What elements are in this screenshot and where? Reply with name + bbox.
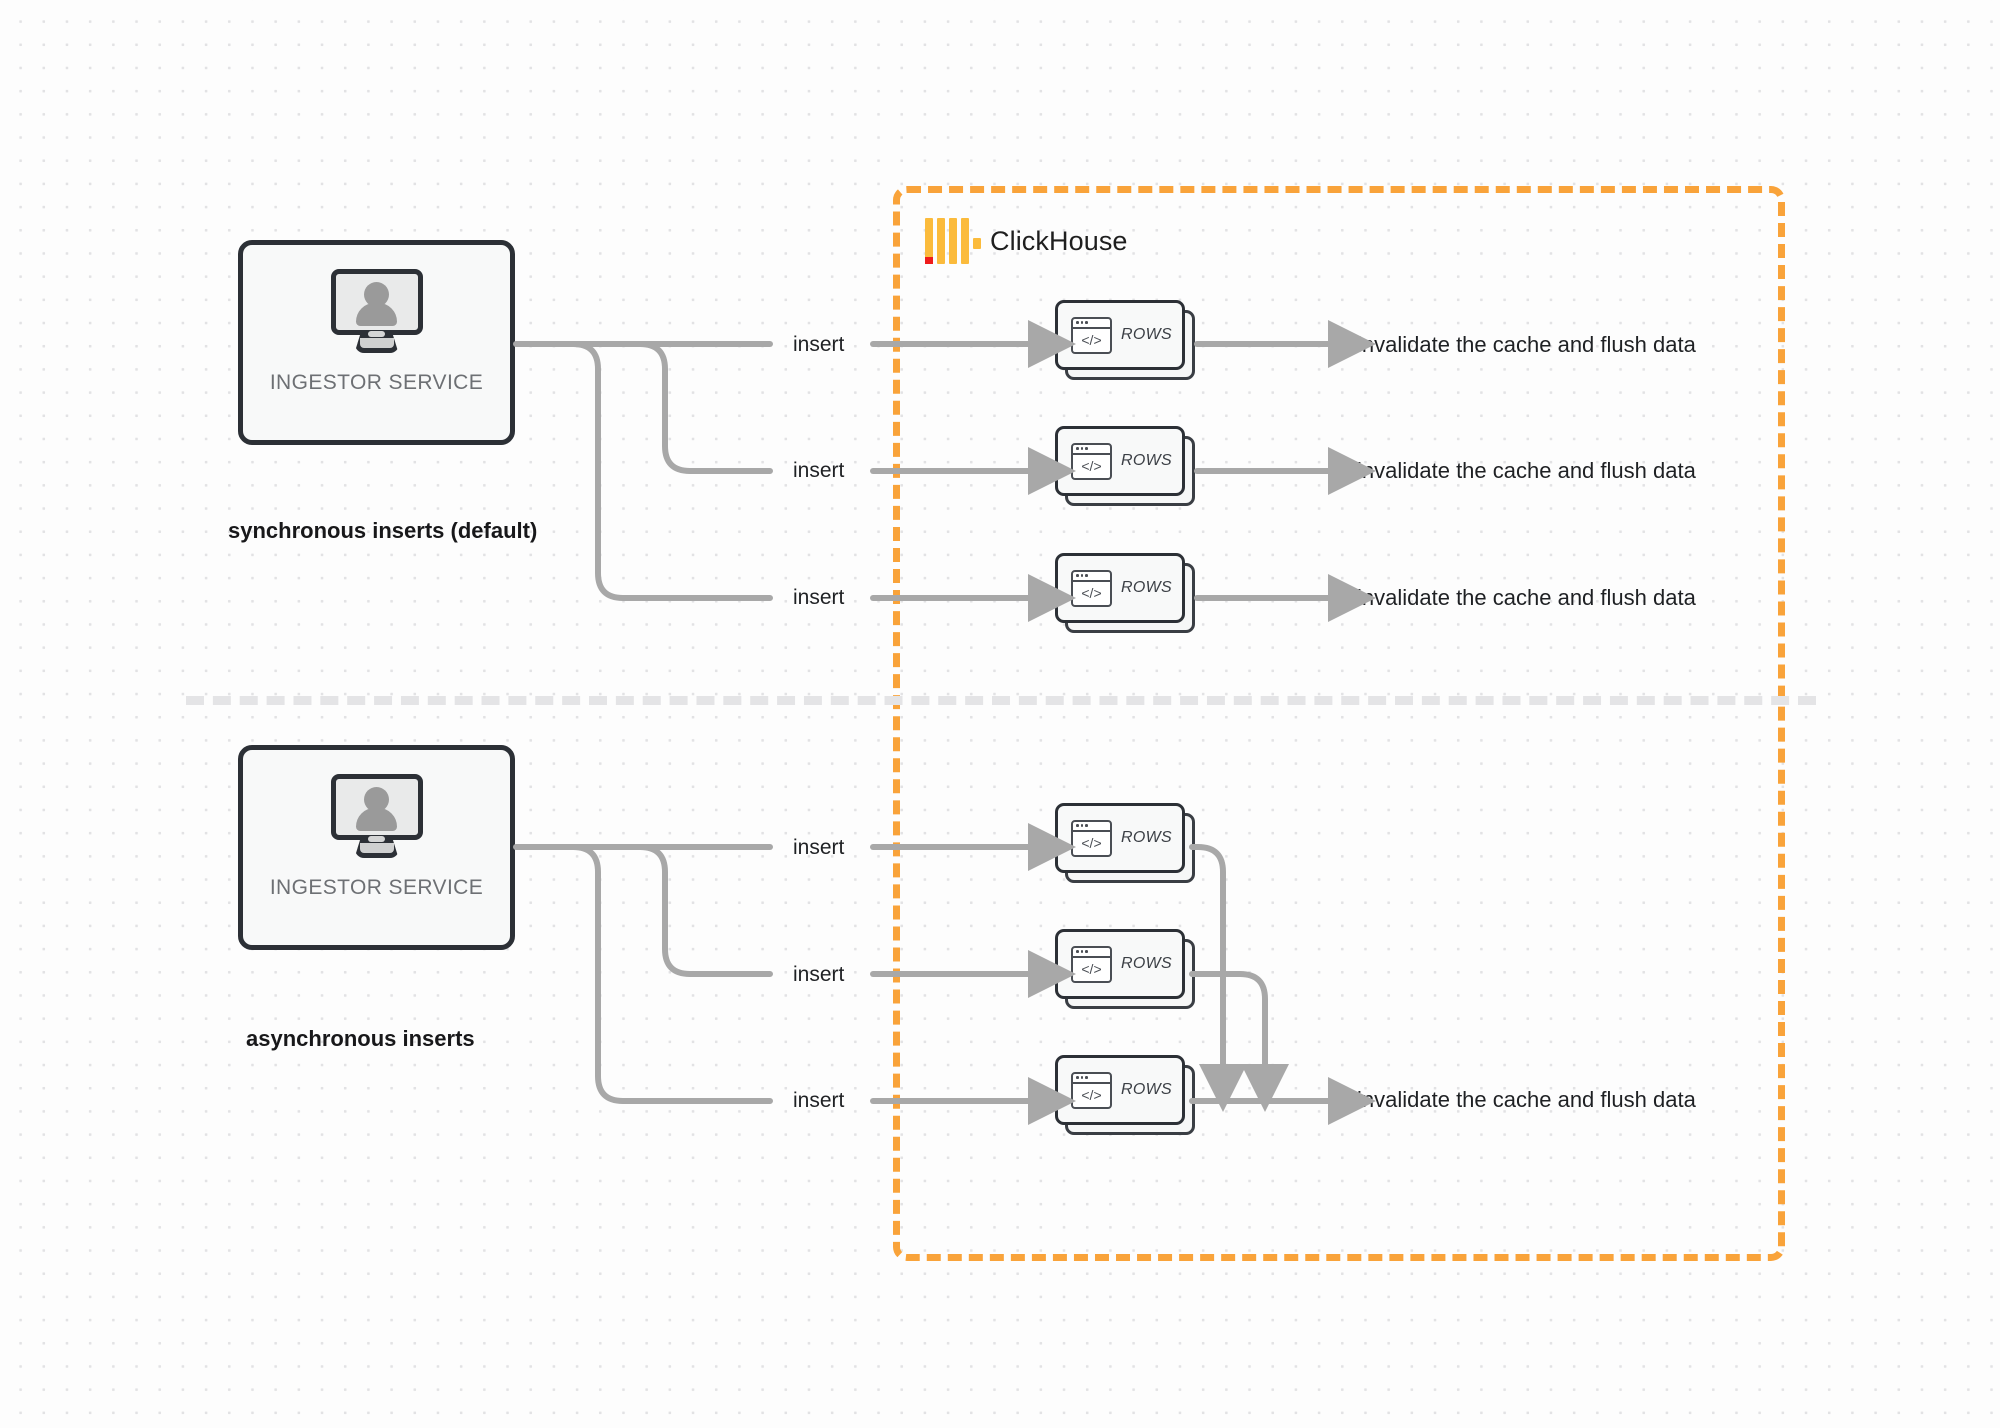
sidebar-item-ingestor-service-sync[interactable]: INGESTOR SERVICE: [238, 240, 515, 445]
code-window-icon: </>: [1071, 442, 1112, 480]
code-window-icon: </>: [1071, 1071, 1112, 1109]
section-divider: [186, 696, 1816, 705]
wire-async-branch-2: [537, 844, 773, 977]
wire-sync-branch-2: [537, 341, 773, 474]
clickhouse-wordmark: ClickHouse: [990, 225, 1128, 256]
rows-card-sync-2[interactable]: </> ROWS: [1055, 426, 1200, 508]
code-window-icon: </>: [1071, 819, 1112, 857]
section-caption-sync: synchronous inserts (default): [228, 518, 538, 543]
rows-card-async-1[interactable]: </> ROWS: [1055, 803, 1200, 885]
section-caption-async: asynchronous inserts: [246, 1026, 475, 1051]
clickhouse-logo-icon: [925, 218, 981, 264]
rows-card-sync-3[interactable]: </> ROWS: [1055, 553, 1200, 635]
rows-card-sync-1[interactable]: </> ROWS: [1055, 300, 1200, 382]
code-window-icon: </>: [1071, 316, 1112, 354]
service-label: INGESTOR SERVICE: [269, 876, 484, 899]
rows-card-front[interactable]: </> ROWS: [1055, 300, 1185, 370]
rows-card-label: ROWS: [1121, 829, 1172, 846]
code-window-icon: </>: [1071, 945, 1112, 983]
outcome-label-sync-2: invalidate the cache and flush data: [1357, 458, 1696, 483]
rows-card-label: ROWS: [1121, 452, 1172, 469]
rows-card-label: ROWS: [1121, 579, 1172, 596]
code-window-icon: </>: [1071, 569, 1112, 607]
monitor-user-icon: [330, 269, 423, 353]
edge-label-insert-async-3: insert: [793, 1089, 845, 1112]
wire-sync-branch-3: [537, 341, 773, 601]
rows-card-label: ROWS: [1121, 326, 1172, 343]
edge-label-insert-async-2: insert: [793, 963, 845, 986]
clickhouse-boundary: [893, 186, 1785, 1261]
edge-label-insert-async-1: insert: [793, 836, 845, 859]
edge-label-insert-sync-2: insert: [793, 459, 845, 482]
rows-card-front[interactable]: </> ROWS: [1055, 803, 1185, 873]
monitor-user-icon: [330, 774, 423, 858]
rows-card-front[interactable]: </> ROWS: [1055, 1055, 1185, 1125]
rows-card-front[interactable]: </> ROWS: [1055, 426, 1185, 496]
wire-async-branch-3: [537, 844, 773, 1104]
outcome-label-sync-1: invalidate the cache and flush data: [1357, 332, 1696, 357]
edge-label-insert-sync-1: insert: [793, 333, 845, 356]
edge-label-insert-sync-3: insert: [793, 586, 845, 609]
rows-card-front[interactable]: </> ROWS: [1055, 553, 1185, 623]
rows-card-async-3[interactable]: </> ROWS: [1055, 1055, 1200, 1137]
rows-card-label: ROWS: [1121, 1081, 1172, 1098]
sidebar-item-ingestor-service-async[interactable]: INGESTOR SERVICE: [238, 745, 515, 950]
clickhouse-brand: ClickHouse: [925, 218, 1128, 264]
rows-card-front[interactable]: </> ROWS: [1055, 929, 1185, 999]
outcome-label-sync-3: invalidate the cache and flush data: [1357, 585, 1696, 610]
rows-card-label: ROWS: [1121, 955, 1172, 972]
outcome-label-async-merged: invalidate the cache and flush data: [1357, 1087, 1696, 1112]
rows-card-async-2[interactable]: </> ROWS: [1055, 929, 1200, 1011]
service-label: INGESTOR SERVICE: [269, 371, 484, 394]
